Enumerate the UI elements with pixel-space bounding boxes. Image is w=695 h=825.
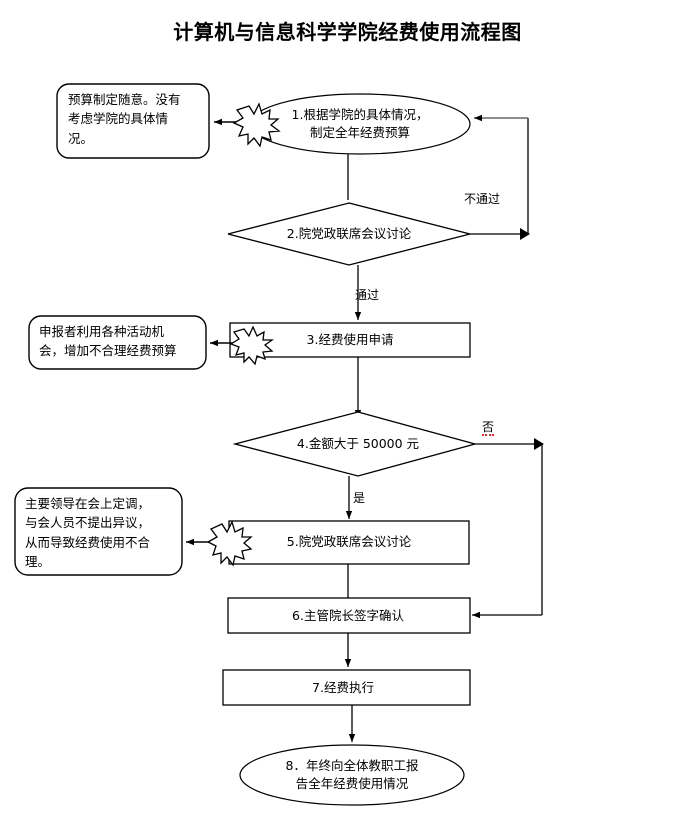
note-2-hit[interactable] [29, 316, 206, 369]
page-title: 计算机与信息科学学院经费使用流程图 [173, 20, 522, 44]
node-6-hit[interactable] [228, 598, 470, 633]
burst-1-icon [232, 102, 281, 148]
node-7-shape[interactable] [222, 669, 471, 706]
note-2-shape[interactable] [28, 315, 207, 370]
note-3-shape[interactable] [14, 487, 183, 576]
burst-3-icon [206, 520, 253, 567]
node-5-shape[interactable] [228, 520, 470, 565]
note-1-hit[interactable] [57, 84, 209, 158]
node-8-hit[interactable] [240, 745, 464, 805]
note-1-shape[interactable] [56, 83, 210, 159]
node-8-shape[interactable] [239, 744, 465, 806]
edge-n2-right-arrowhead [520, 228, 530, 240]
node-6-shape[interactable] [227, 597, 471, 634]
node-4-shape[interactable] [232, 411, 478, 477]
node-5-hit[interactable] [229, 521, 469, 564]
note-3-hit[interactable] [15, 488, 182, 575]
node-4-hit[interactable] [235, 412, 475, 476]
edge-no-right-arrowhead [534, 438, 544, 450]
node-2-shape[interactable] [227, 202, 471, 266]
node-1-hit[interactable] [250, 94, 470, 154]
node-7-hit[interactable] [223, 670, 470, 705]
node-3-hit[interactable] [230, 323, 470, 357]
burst-2-icon [229, 325, 275, 366]
node-2-hit[interactable] [228, 203, 470, 265]
